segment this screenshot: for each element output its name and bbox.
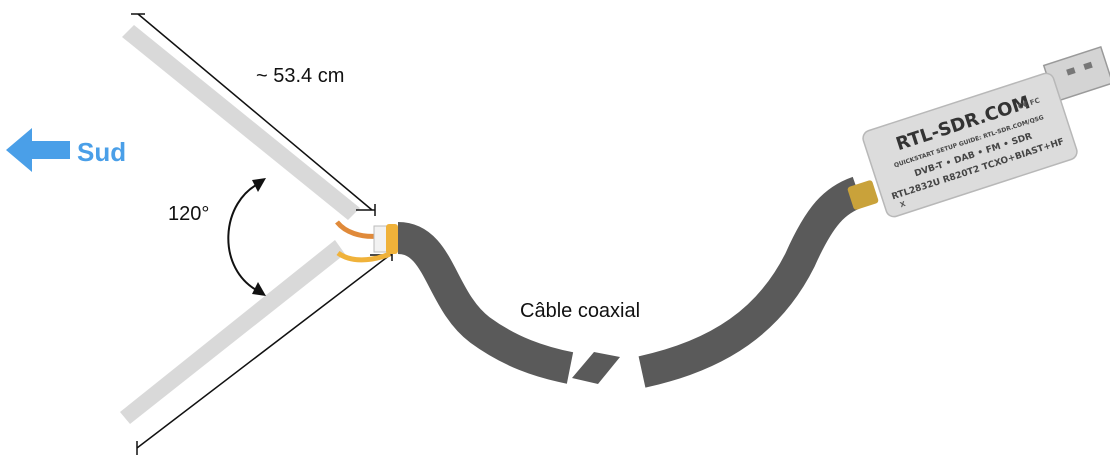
- angle-arc: [227, 181, 263, 293]
- feed-connector-sleeve: [386, 224, 398, 254]
- angle-label: 120°: [168, 203, 209, 225]
- rtl-sdr-dongle: RTL-SDR.COM QUICKSTART SETUP GUIDE: RTL-…: [862, 72, 1078, 218]
- coax-cable-right-section: [638, 176, 864, 388]
- length-dimension-upper: [131, 13, 376, 216]
- dongle-body: [862, 72, 1078, 218]
- angle-arrowhead-top: [252, 178, 266, 192]
- dongle-mark-left: X: [899, 200, 907, 209]
- length-label: ~ 53.4 cm: [256, 65, 344, 87]
- feed-lead-bottom: [336, 250, 391, 263]
- coax-cable-break-fragment: [572, 352, 620, 384]
- length-dimension-lower: [136, 249, 393, 455]
- feed-connector-block: [373, 225, 389, 253]
- direction-label: Sud: [77, 137, 126, 167]
- cable-label: Câble coaxial: [520, 300, 640, 322]
- sma-connector: [847, 180, 879, 210]
- dipole-lower-rod: [120, 240, 345, 424]
- angle-arrowhead-bottom: [252, 282, 266, 296]
- coax-cable-left-section: [396, 222, 574, 384]
- south-arrow-icon: [6, 128, 70, 172]
- dipole-upper-rod: [122, 25, 360, 220]
